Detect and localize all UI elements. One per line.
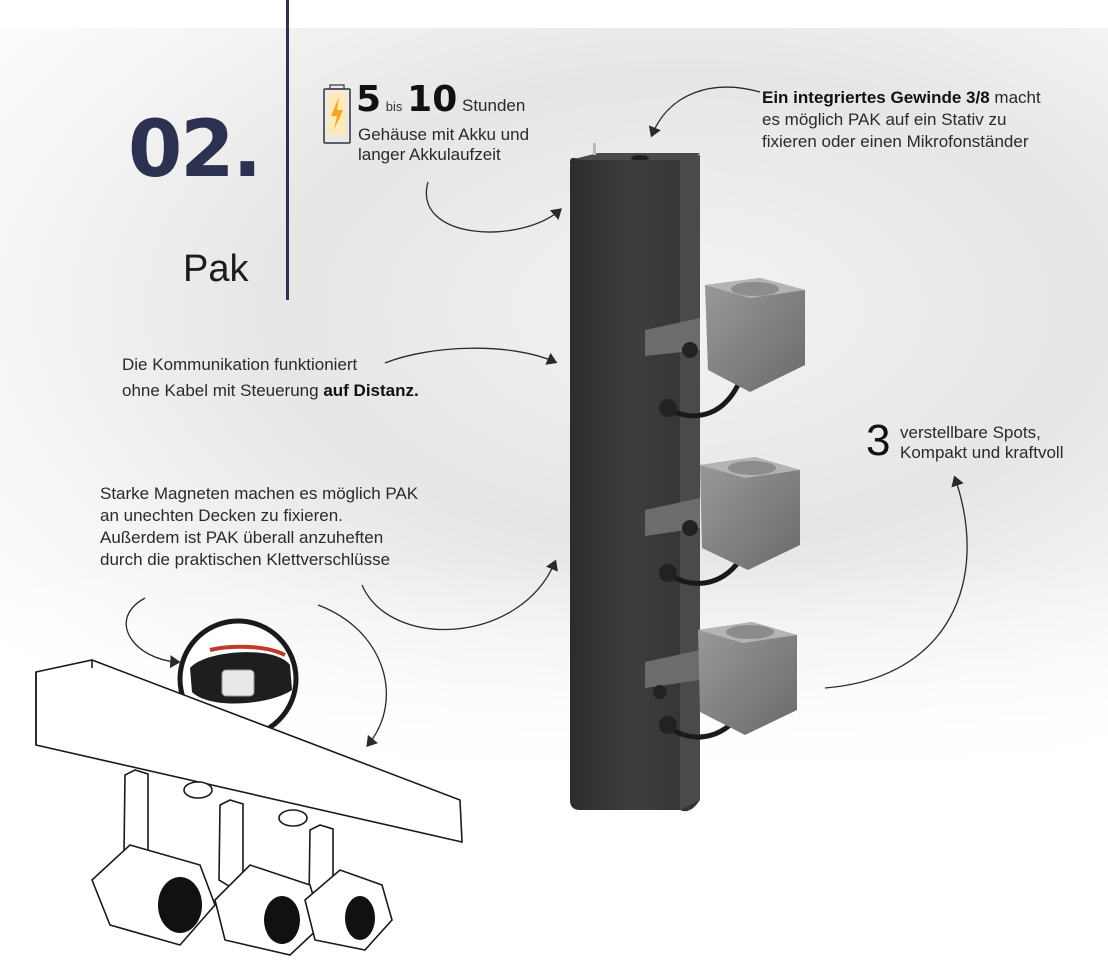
arrow-thread bbox=[648, 86, 761, 138]
wireless-plain: ohne Kabel mit Steuerung bbox=[122, 381, 324, 400]
divider-line bbox=[286, 0, 289, 300]
spot-3 bbox=[645, 622, 797, 740]
section-number: 02. bbox=[128, 105, 262, 195]
thread-line1: Ein integriertes Gewinde 3/8 macht bbox=[762, 88, 1041, 107]
arrow-magnet-tower bbox=[361, 559, 558, 631]
arrow-rail bbox=[317, 604, 388, 748]
pak-device bbox=[570, 143, 805, 812]
magnets-line2: an unechten Decken zu fixieren. bbox=[100, 506, 343, 525]
battery-min-hours: 5 bbox=[356, 79, 382, 120]
battery-hours: 5 bis 10 Stunden bbox=[356, 80, 525, 127]
rail-line-art bbox=[35, 659, 463, 956]
wireless-line1: Die Kommunikation funktioniert bbox=[122, 355, 358, 374]
battery-line1: Gehäuse mit Akku und bbox=[358, 125, 530, 144]
thread-rest: macht bbox=[989, 88, 1041, 107]
battery-unit: Stunden bbox=[462, 96, 526, 115]
battery-line2: langer Akkulaufzeit bbox=[358, 145, 501, 164]
battery-bis: bis bbox=[385, 99, 403, 114]
spot-2 bbox=[645, 457, 800, 586]
wireless-bold: auf Distanz. bbox=[323, 381, 419, 400]
spots-count: 3 bbox=[866, 416, 891, 465]
thread-line2: es möglich PAK auf ein Stativ zu bbox=[762, 110, 1007, 129]
arrow-strap bbox=[125, 597, 181, 669]
section-title: Pak bbox=[183, 248, 249, 290]
thread-line3: fixieren oder einen Mikrofonständer bbox=[762, 132, 1029, 151]
magnets-line3: Außerdem ist PAK überall anzuheften bbox=[100, 528, 384, 547]
arrow-spots bbox=[824, 475, 968, 689]
spot-1 bbox=[645, 278, 805, 419]
magnets-line1: Starke Magneten machen es möglich PAK bbox=[100, 484, 419, 503]
battery-max-hours: 10 bbox=[407, 79, 458, 120]
arrow-wireless bbox=[384, 347, 558, 365]
arrow-battery bbox=[425, 181, 562, 233]
thread-bold: Ein integriertes Gewinde 3/8 bbox=[762, 88, 990, 107]
magnets-line4: durch die praktischen Klettverschlüsse bbox=[100, 550, 391, 569]
wireless-line2: ohne Kabel mit Steuerung auf Distanz. bbox=[122, 381, 419, 400]
spots-line1: verstellbare Spots, bbox=[900, 423, 1041, 442]
spots-line2: Kompakt und kraftvoll bbox=[900, 443, 1064, 462]
